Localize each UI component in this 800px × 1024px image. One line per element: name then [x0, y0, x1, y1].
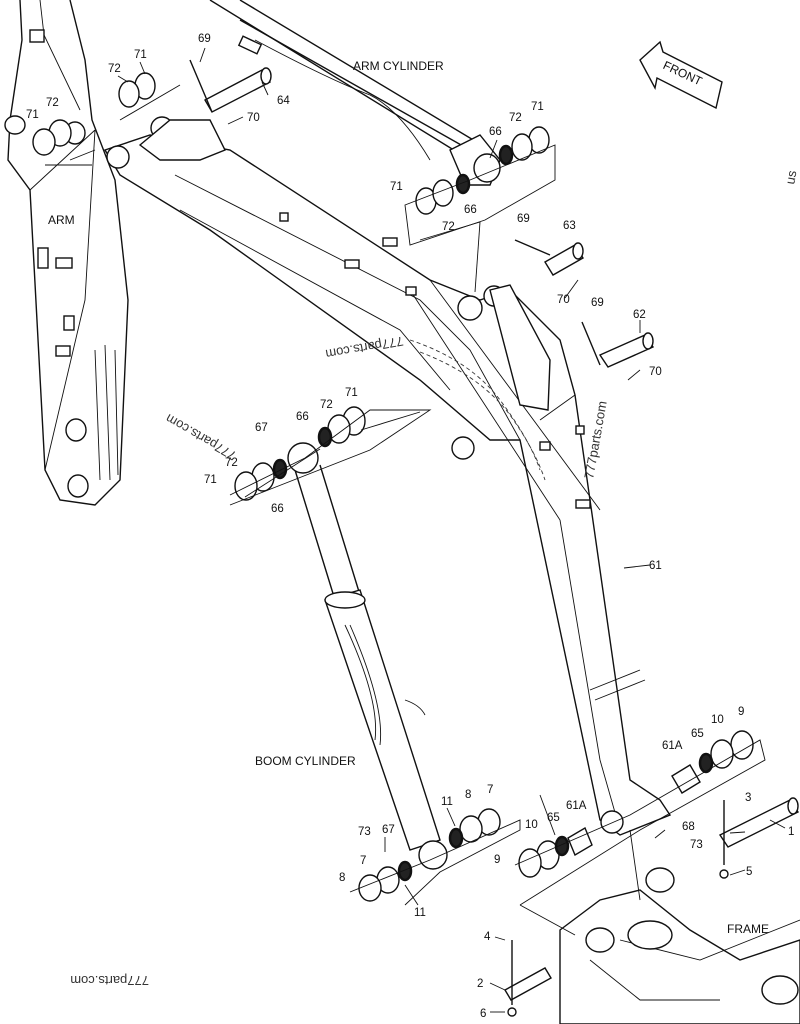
callout-72: 72	[509, 112, 522, 124]
callout-63: 63	[563, 220, 576, 232]
watermark-1: 777parts.com	[324, 334, 404, 362]
callout-69: 69	[517, 213, 530, 225]
callout-6: 6	[480, 1008, 486, 1020]
pins-and-washers	[32, 59, 800, 1017]
callout-70: 70	[649, 366, 662, 378]
callout-71: 71	[531, 101, 544, 113]
callout-73: 73	[358, 826, 371, 838]
callout-66: 66	[464, 204, 477, 216]
boom-main-structure	[103, 116, 672, 836]
callout-11: 11	[441, 796, 453, 808]
callout-72: 72	[108, 63, 121, 75]
callout-71: 71	[26, 109, 39, 121]
callout-62: 62	[633, 309, 646, 321]
callout-8: 8	[339, 872, 345, 884]
callout-7: 7	[360, 855, 366, 867]
callout-72: 72	[225, 457, 238, 469]
callout-65: 65	[547, 812, 560, 824]
callout-66: 66	[271, 503, 284, 515]
callout-71: 71	[134, 49, 147, 61]
watermark-4: 777parts.com	[70, 973, 149, 988]
callout-71: 71	[390, 181, 403, 193]
callout-69: 69	[591, 297, 604, 309]
callout-9: 9	[494, 854, 500, 866]
callout-labels: 69 72 71 64 70 71 72 66 72 71 71 72 66 6…	[26, 33, 794, 1020]
callout-72: 72	[442, 221, 455, 233]
callout-64: 64	[277, 95, 290, 107]
callout-73: 73	[690, 839, 703, 851]
callout-8: 8	[465, 789, 471, 801]
arm-cylinder-caption: ARM CYLINDER	[353, 59, 444, 73]
callout-68: 68	[682, 821, 695, 833]
callout-66: 66	[296, 411, 309, 423]
watermark-2: 777parts.com	[163, 411, 239, 463]
arm-assembly	[4, 0, 129, 506]
callout-72: 72	[320, 399, 333, 411]
boom-cylinder-caption: BOOM CYLINDER	[255, 754, 356, 768]
leader-lines	[45, 47, 786, 1013]
callout-61: 61	[649, 560, 662, 572]
callout-65: 65	[691, 728, 704, 740]
callout-10: 10	[525, 819, 538, 831]
callout-67: 67	[255, 422, 268, 434]
callout-9: 9	[738, 706, 744, 718]
callout-7: 7	[487, 784, 493, 796]
callout-3: 3	[745, 792, 751, 804]
watermark-3: 777parts.com	[581, 400, 609, 480]
callout-61A: 61A	[662, 740, 683, 752]
callout-1: 1	[788, 826, 794, 838]
callout-67: 67	[382, 824, 395, 836]
watermark-5: us	[782, 169, 799, 186]
arm-caption: ARM	[48, 213, 75, 227]
callout-2: 2	[477, 978, 483, 990]
callout-71: 71	[345, 387, 358, 399]
callout-66: 66	[489, 126, 502, 138]
callout-10: 10	[711, 714, 724, 726]
callout-70: 70	[247, 112, 260, 124]
callout-72: 72	[46, 97, 59, 109]
callout-70: 70	[557, 294, 570, 306]
front-direction-arrow: FRONT	[639, 40, 723, 110]
callout-61A: 61A	[566, 800, 587, 812]
boom-cylinder	[287, 442, 448, 870]
arm-cylinder	[209, 0, 501, 186]
callout-11: 11	[414, 907, 426, 919]
callout-71: 71	[204, 474, 217, 486]
frame-assembly	[559, 867, 800, 1024]
callout-5: 5	[746, 866, 752, 878]
callout-69: 69	[198, 33, 211, 45]
callout-4: 4	[484, 931, 491, 943]
frame-caption: FRAME	[727, 922, 769, 936]
